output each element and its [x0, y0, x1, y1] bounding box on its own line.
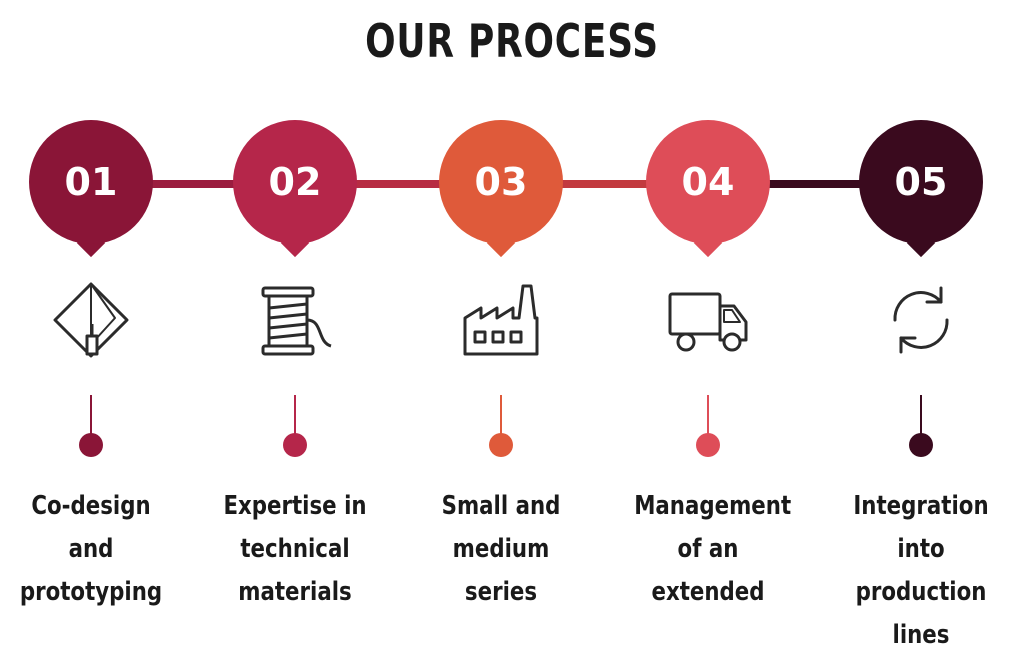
thread-spool-icon	[261, 286, 332, 356]
step-stem	[707, 395, 709, 435]
delivery-truck-icon	[668, 292, 748, 352]
step-stem	[920, 395, 922, 435]
step-label: Co-design and prototyping	[19, 491, 163, 607]
page-title: OUR PROCESS	[365, 14, 659, 68]
timeline-connector-1-2	[120, 180, 296, 188]
timeline-connector-2-3	[330, 180, 506, 188]
step-dot	[79, 433, 103, 457]
step-stem	[294, 395, 296, 435]
step-number-badge: 03	[439, 120, 563, 244]
step-number-badge: 01	[29, 120, 153, 244]
step-stem	[90, 395, 92, 435]
timeline-connector-4-5	[750, 180, 926, 188]
step-dot	[489, 433, 513, 457]
step-number-badge: 05	[859, 120, 983, 244]
step-label: Expertise in technical materials	[223, 491, 367, 607]
kite-needle-icon	[53, 282, 129, 358]
factory-icon	[463, 284, 539, 356]
step-dot	[696, 433, 720, 457]
step-number-badge: 02	[233, 120, 357, 244]
step-label: Integration into production lines	[853, 491, 989, 650]
step-dot	[283, 433, 307, 457]
timeline-connector-3-4	[540, 180, 716, 188]
step-dot	[909, 433, 933, 457]
step-stem	[500, 395, 502, 435]
refresh-cycle-icon	[893, 286, 949, 354]
step-label: Management of an extended	[634, 491, 792, 607]
step-label: Small and medium series	[441, 491, 561, 607]
step-number-badge: 04	[646, 120, 770, 244]
